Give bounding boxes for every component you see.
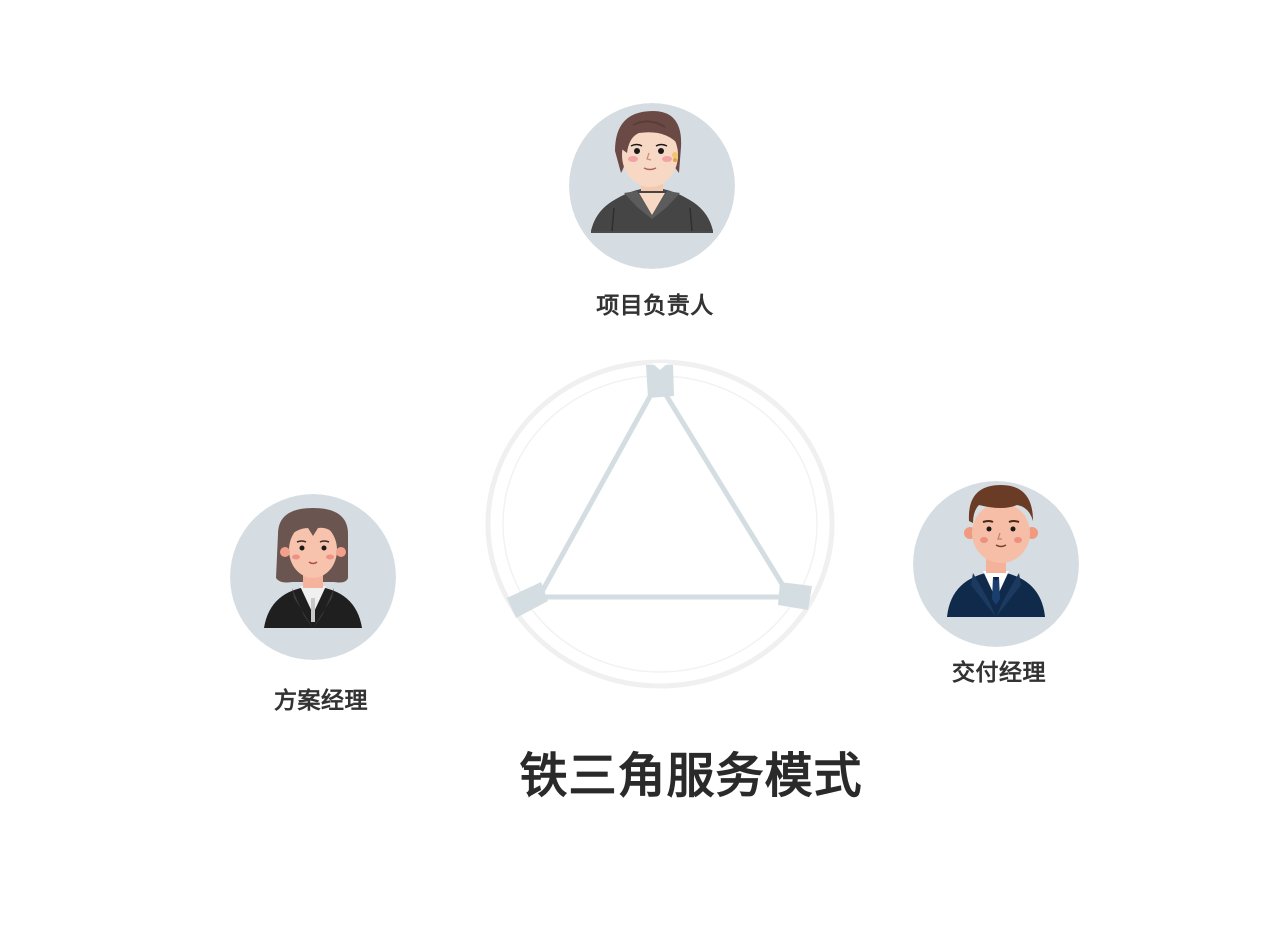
solution-manager-avatar <box>230 494 396 660</box>
vertex-marker-left <box>507 582 548 618</box>
triangle-outline <box>536 379 793 600</box>
outer-ring <box>485 359 835 689</box>
triangle-vertex-markers <box>507 365 812 618</box>
solution-manager-label: 方案经理 <box>274 688 368 714</box>
vertex-marker-right <box>778 582 812 610</box>
woman-long-hair-icon <box>230 494 396 660</box>
vertex-marker-top <box>646 365 674 398</box>
project-lead-label: 项目负责人 <box>596 293 714 319</box>
diagram-title: 铁三角服务模式 <box>519 748 863 804</box>
man-suit-icon <box>913 481 1079 647</box>
project-lead-avatar <box>569 103 735 269</box>
delivery-manager-avatar <box>913 481 1079 647</box>
delivery-manager-label: 交付经理 <box>952 660 1046 686</box>
woman-short-hair-icon <box>569 103 735 269</box>
